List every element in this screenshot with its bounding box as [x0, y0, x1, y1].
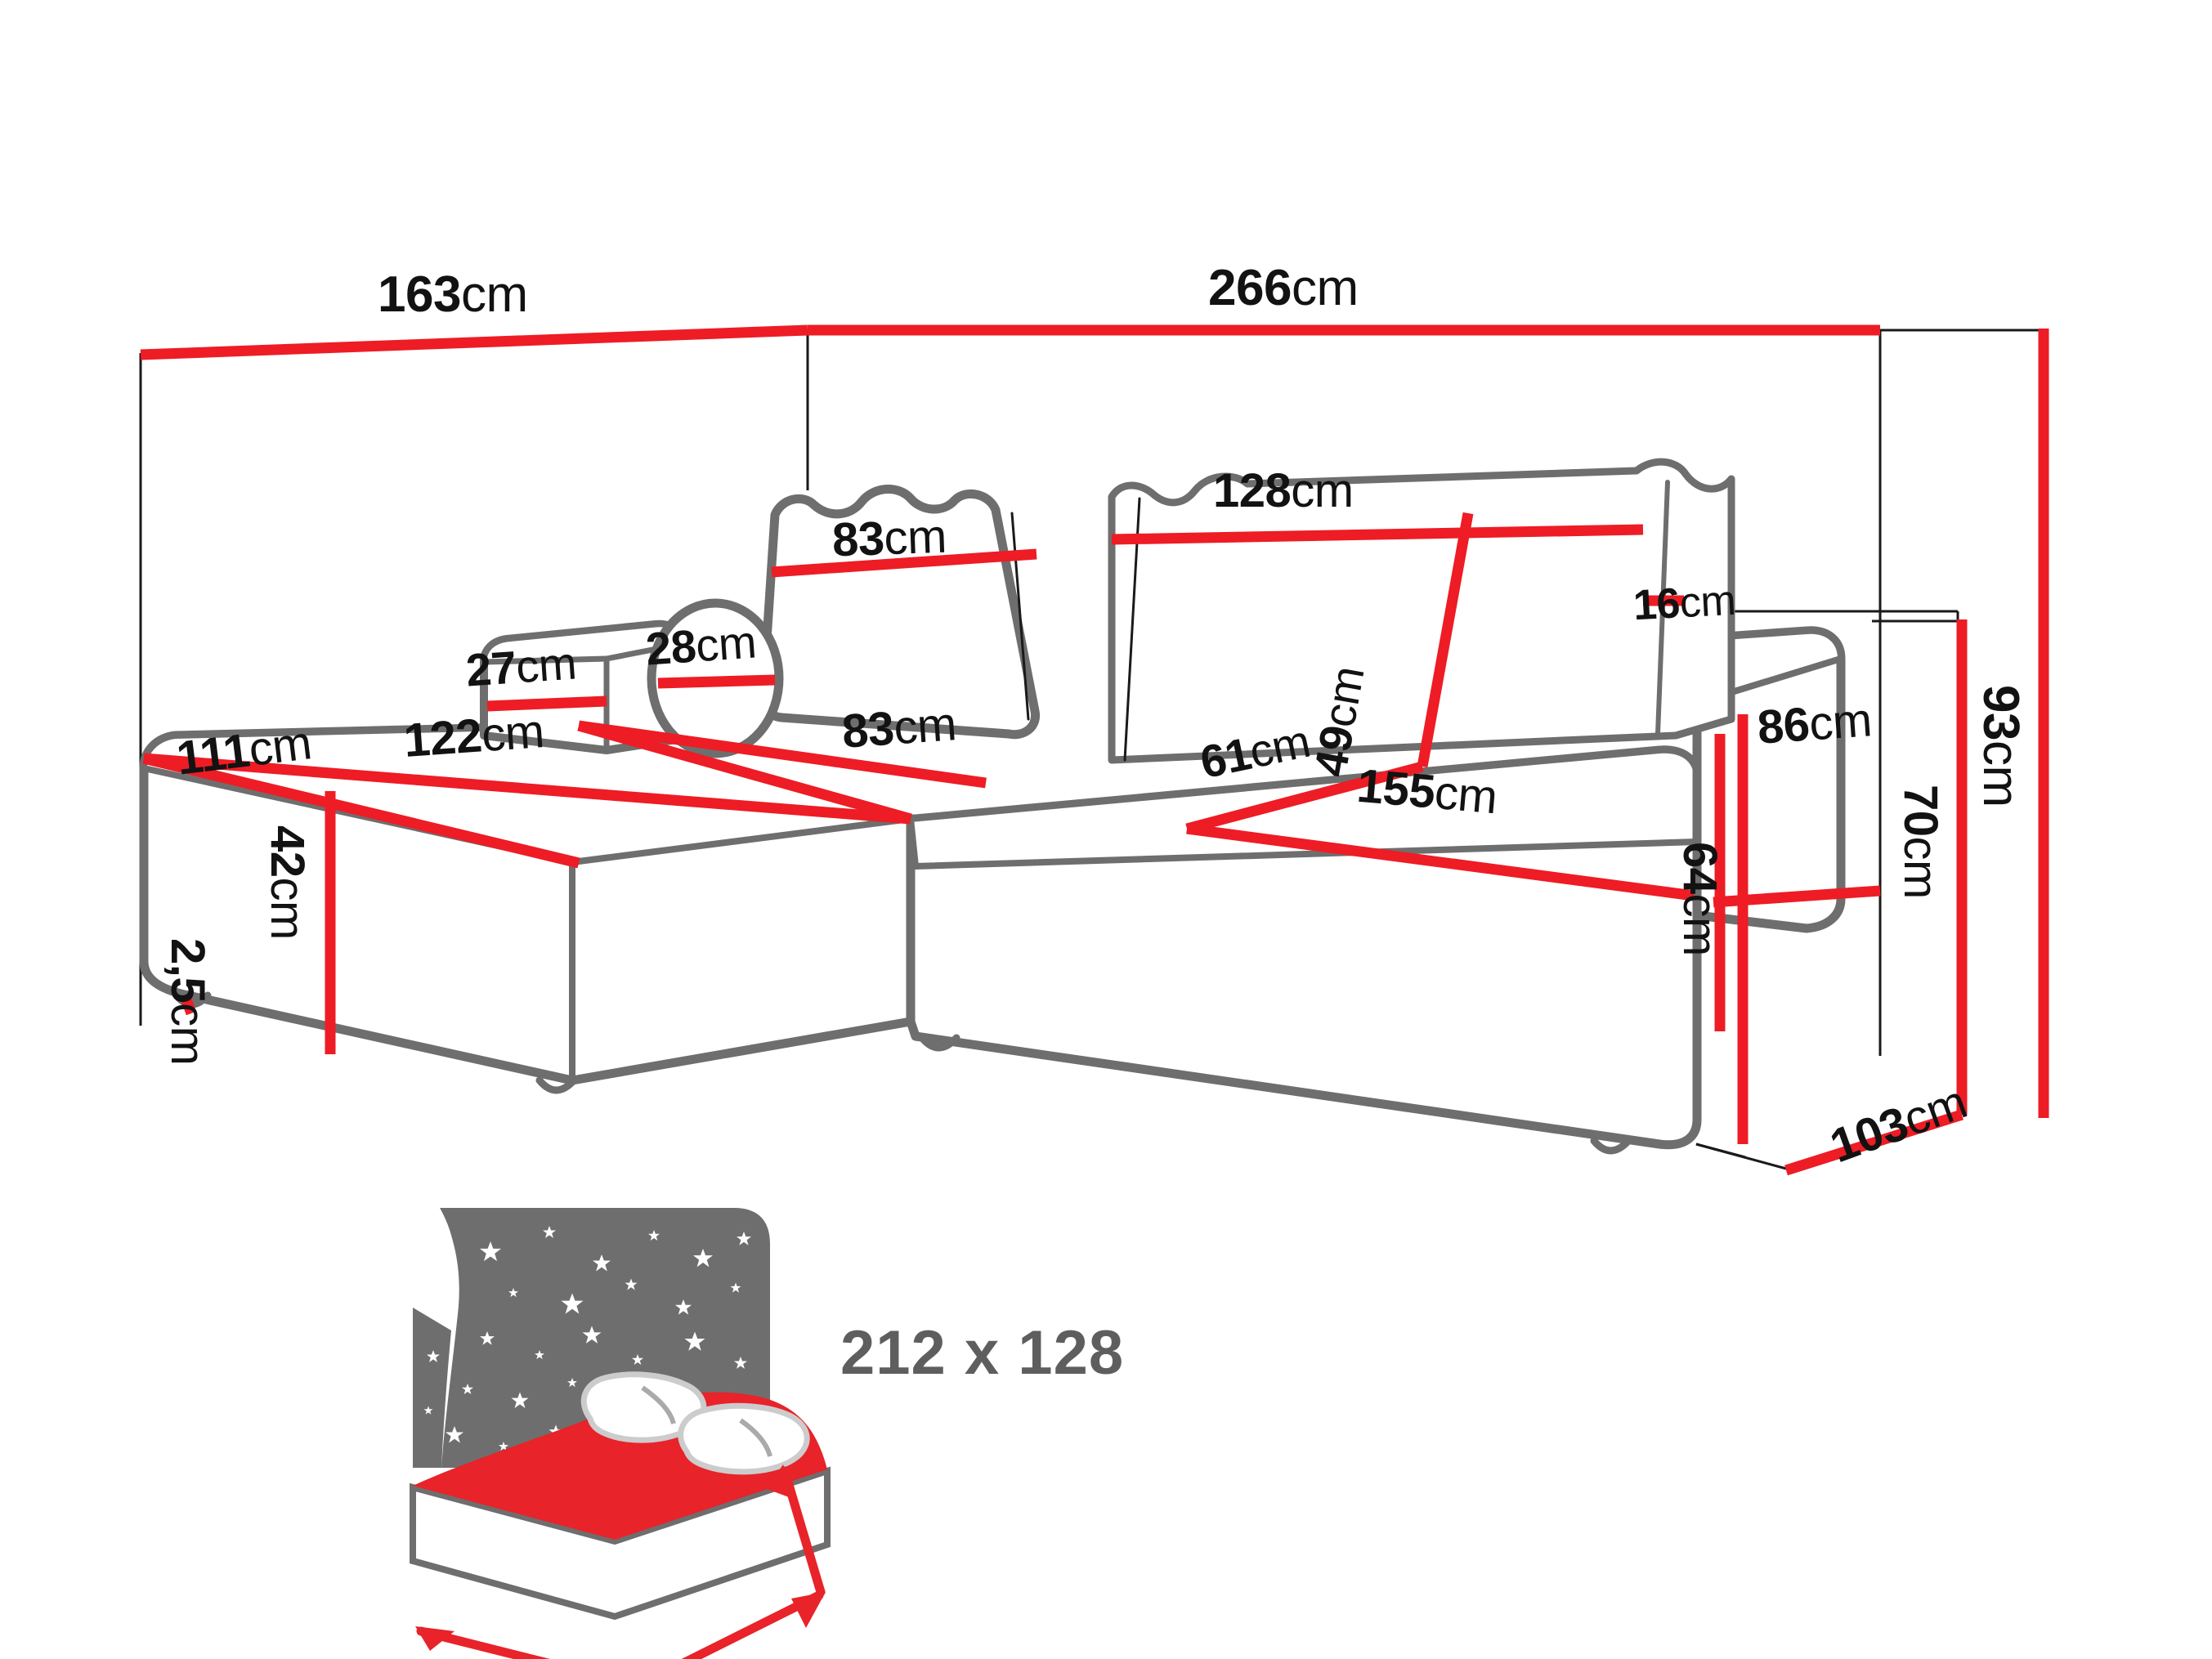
- dimline-25: [179, 993, 197, 1016]
- dimension-label-93: 93cm: [1972, 685, 2029, 807]
- dimline-49: [1417, 512, 1474, 768]
- right-backrest-right-seam: [1655, 480, 1670, 736]
- sleeping-area-size-label: 212 x 128: [840, 1318, 1125, 1388]
- dimline-111: [142, 753, 580, 869]
- pillow-front: [678, 1402, 810, 1475]
- dimension-label-155: 155cm: [1355, 758, 1500, 825]
- dimline-83-seat-b: [578, 720, 987, 789]
- dimension-label-42: 42cm: [261, 825, 314, 940]
- dimension-label-28: 28cm: [643, 615, 758, 675]
- dimline-83-back: [771, 548, 1037, 578]
- dimension-label-83-backrest: 83cm: [831, 509, 947, 567]
- leg-right-front: [1590, 1137, 1632, 1155]
- pillow-crease-front: [739, 1418, 772, 1457]
- pillow-back: [580, 1371, 707, 1443]
- dimension-label-266: 266cm: [1208, 260, 1359, 316]
- dimension-label-16: 16cm: [1632, 576, 1737, 630]
- dimline-155: [1186, 823, 1695, 901]
- leg-mid: [918, 1034, 960, 1052]
- dimline-61: [1185, 761, 1424, 834]
- dimension-lines: [140, 324, 2049, 1176]
- dimension-label-27: 27cm: [463, 637, 578, 696]
- leg-front-left: [535, 1076, 578, 1094]
- left-backrest-seam: [1010, 512, 1030, 721]
- mattress-base: [410, 1466, 831, 1621]
- dimension-label-70: 70cm: [1894, 785, 1947, 899]
- dimline-27: [486, 695, 607, 712]
- dimension-label-163: 163cm: [378, 266, 528, 323]
- dimension-label-2-5: 2,5cm: [161, 938, 214, 1066]
- dimline-122: [143, 753, 911, 825]
- dimension-label-83-seat: 83cm: [840, 697, 958, 758]
- dimension-label-128: 128cm: [1213, 464, 1354, 517]
- dimline-103: [1784, 1109, 1963, 1176]
- dimline-28: [657, 674, 776, 689]
- left-backrest-cushion: [758, 485, 1040, 740]
- dimline-128: [1111, 524, 1644, 545]
- pillow-crease-back: [641, 1385, 676, 1424]
- night-panel-left-strip: [413, 1308, 451, 1468]
- bed-dimension-arrows: [415, 1464, 826, 1659]
- dimension-label-86: 86cm: [1755, 693, 1874, 754]
- dimension-label-122: 122cm: [401, 704, 546, 767]
- dimline-163: [140, 324, 808, 360]
- bed-icon: [410, 1208, 831, 1659]
- dimension-label-64: 64cm: [1673, 842, 1726, 956]
- sofa-outline: [139, 458, 1846, 1155]
- dimline-83-seat: [577, 720, 912, 825]
